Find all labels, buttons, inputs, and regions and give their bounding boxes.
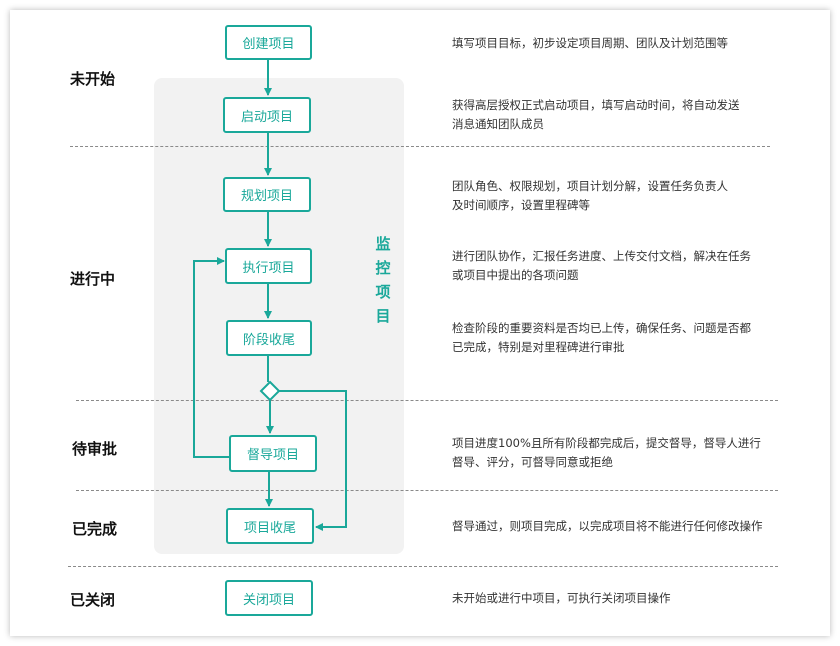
desc-phase-close: 检查阶段的重要资料是否均已上传，确保任务、问题是否都 已完成，特别是对里程碑进行…: [452, 319, 751, 357]
divider-3: [76, 490, 778, 491]
decision-diamond: [259, 380, 281, 402]
desc-create: 填写项目目标，初步设定项目周期、团队及计划范围等: [452, 34, 728, 53]
divider-2: [76, 400, 778, 401]
stage-not-started: 未开始: [70, 70, 116, 88]
desc-execute: 进行团队协作，汇报任务进度、上传交付文档，解决在任务 或项目中提出的各项问题: [452, 247, 751, 285]
desc-plan-line-1: 团队角色、权限规划，项目计划分解，设置任务负责人: [452, 179, 728, 193]
stage-closed: 已关闭: [70, 591, 116, 609]
desc-phase-close-line-1: 检查阶段的重要资料是否均已上传，确保任务、问题是否都: [452, 321, 751, 335]
divider-4: [68, 566, 778, 567]
desc-phase-close-line-2: 已完成，特别是对里程碑进行审批: [452, 340, 625, 354]
desc-supervise: 项目进度100%且所有阶段都完成后，提交督导，督导人进行 督导、评分，可督导同意…: [452, 434, 761, 472]
desc-start-line-2: 消息通知团队成员: [452, 117, 544, 131]
diagram-frame: [10, 10, 830, 636]
desc-start-line-1: 获得高层授权正式启动项目，填写启动时间，将自动发送: [452, 98, 740, 112]
monitor-project-label: 监控项目: [375, 235, 391, 325]
node-execute-project: 执行项目: [225, 248, 312, 284]
desc-execute-line-2: 或项目中提出的各项问题: [452, 268, 579, 282]
desc-create-line-1: 填写项目目标，初步设定项目周期、团队及计划范围等: [452, 36, 728, 50]
desc-execute-line-1: 进行团队协作，汇报任务进度、上传交付文档，解决在任务: [452, 249, 751, 263]
node-close-project: 关闭项目: [225, 580, 313, 616]
node-phase-close: 阶段收尾: [226, 320, 312, 356]
node-create-project: 创建项目: [225, 25, 312, 60]
desc-close: 未开始或进行中项目，可执行关闭项目操作: [452, 589, 671, 608]
desc-project-close: 督导通过，则项目完成，以完成项目将不能进行任何修改操作: [452, 517, 763, 536]
node-project-close: 项目收尾: [226, 508, 314, 544]
desc-project-close-line-1: 督导通过，则项目完成，以完成项目将不能进行任何修改操作: [452, 519, 763, 533]
desc-plan-line-2: 及时间顺序，设置里程碑等: [452, 198, 590, 212]
desc-supervise-line-1: 项目进度100%且所有阶段都完成后，提交督导，督导人进行: [452, 436, 761, 450]
node-start-project: 启动项目: [223, 97, 311, 133]
arrow-decision-close: [279, 390, 347, 531]
monitor-region: [154, 78, 404, 554]
stage-completed: 已完成: [72, 520, 118, 538]
arrow-supervise-loop: [193, 257, 229, 458]
desc-start: 获得高层授权正式启动项目，填写启动时间，将自动发送 消息通知团队成员: [452, 96, 740, 134]
stage-pending-review: 待审批: [72, 440, 118, 458]
desc-close-line-1: 未开始或进行中项目，可执行关闭项目操作: [452, 591, 671, 605]
divider-1: [70, 146, 770, 147]
node-supervise-project: 督导项目: [229, 435, 317, 472]
node-plan-project: 规划项目: [223, 177, 311, 212]
desc-supervise-line-2: 督导、评分，可督导同意或拒绝: [452, 455, 613, 469]
stage-in-progress: 进行中: [70, 270, 116, 288]
desc-plan: 团队角色、权限规划，项目计划分解，设置任务负责人 及时间顺序，设置里程碑等: [452, 177, 728, 215]
